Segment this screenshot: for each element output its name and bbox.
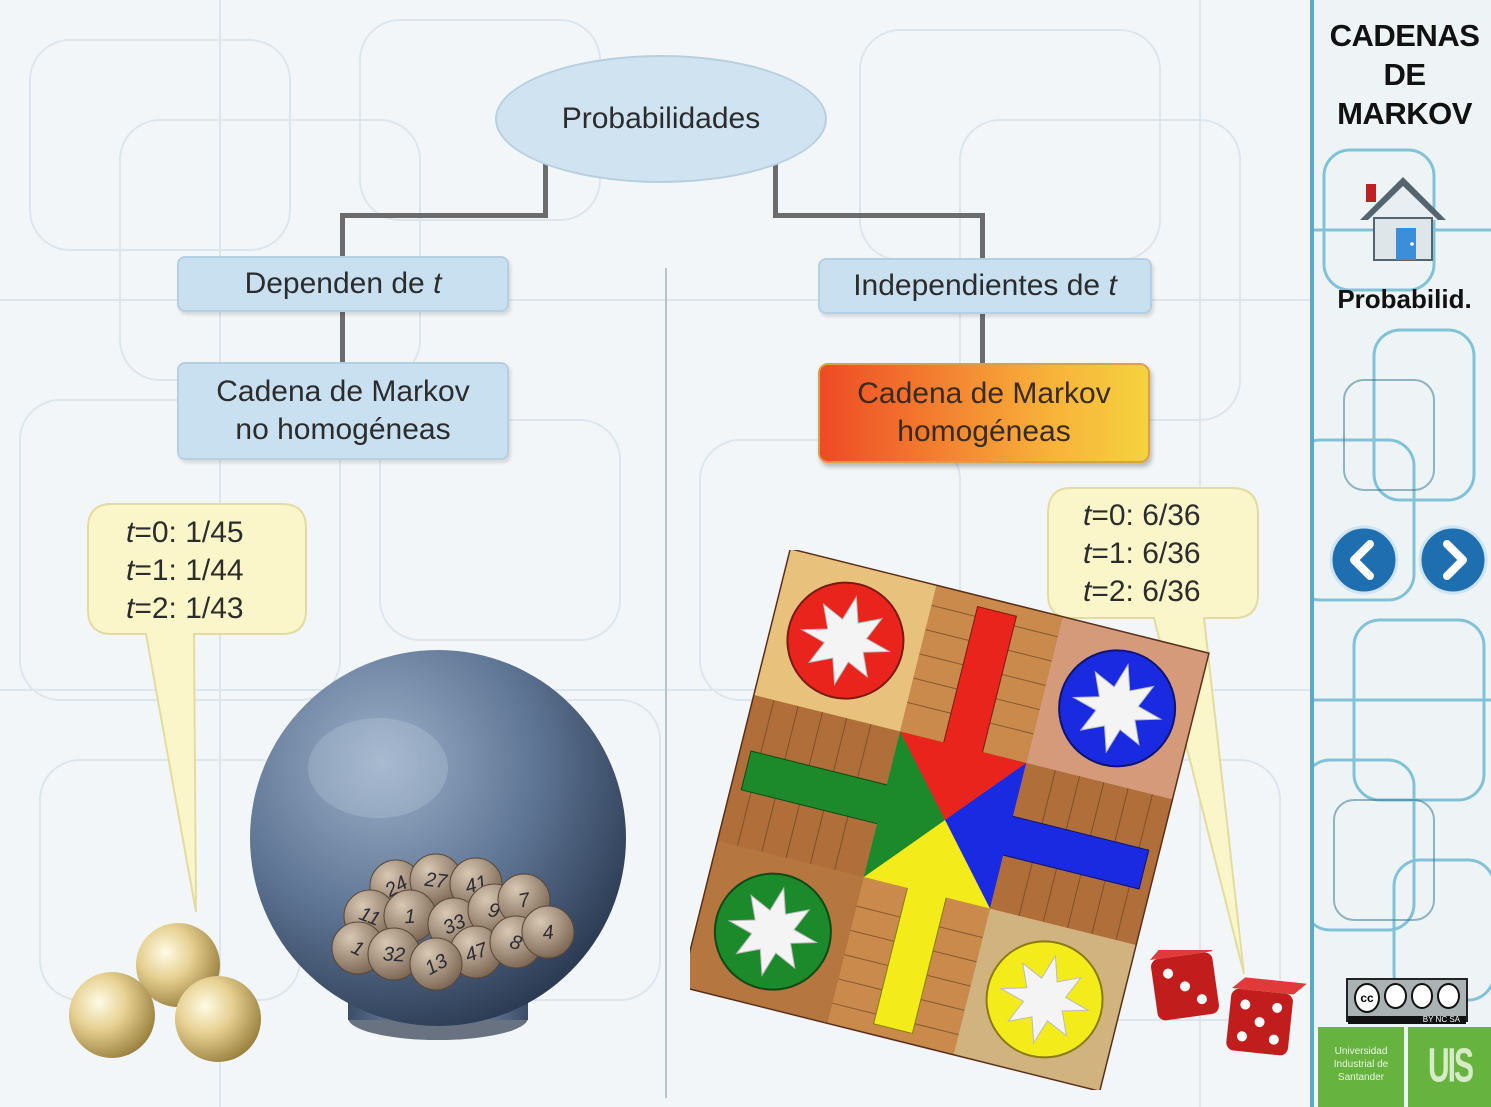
sidebar: CADENAS DE MARKOV Probabilid. cc BY NC S… [1310,0,1491,1107]
creative-commons-badge: cc BY NC SA [1346,978,1468,1024]
connector [773,160,778,218]
connector [340,213,345,258]
left-branch-text: Dependen de [244,267,434,300]
left-branch-var: t [433,267,442,300]
connector [340,308,345,364]
right-child-line-1: Cadena de Markov [857,377,1111,410]
golden-ball [175,976,261,1062]
home-icon[interactable] [1358,172,1448,264]
dice-illustration [1150,950,1307,1056]
var-t: t [1083,499,1092,532]
left-branch-label: Dependen de t [245,265,442,303]
golden-ball [69,972,155,1058]
uis-line: Santander [1337,1072,1385,1083]
uis-line: Industrial de [1333,1059,1389,1070]
prob-value: =1: 1/44 [134,554,244,587]
right-speech-bubble [1047,487,1259,975]
left-bubble-line: t=0: 1/45 [126,514,244,552]
var-t: t [126,592,135,625]
prob-value: =0: 1/45 [134,516,244,549]
home-label[interactable]: Probabilid. [1337,284,1472,314]
by-icon [1384,983,1407,1009]
prob-value: =2: 1/43 [134,592,244,625]
cc-icons: cc [1348,980,1466,1016]
lottery-ball-number: 4 [541,921,554,944]
left-branch-node: Dependen de t [177,256,509,312]
var-t: t [126,516,135,549]
right-bubble-line: t=2: 6/36 [1083,573,1201,611]
right-bubble-line: t=1: 6/36 [1083,535,1201,573]
previous-arrow-icon[interactable] [1328,524,1400,596]
lottery-ball-number: 27 [423,869,450,894]
uis-mark-text: UIS [1427,1039,1474,1093]
title-line: CADENAS [1329,18,1480,53]
left-bubble-line: t=2: 1/43 [126,590,244,628]
connector [980,213,985,258]
license-text: BY NC SA [1348,1016,1466,1024]
lottery-ball: 4 [521,905,575,959]
var-t: t [126,554,135,587]
uis-logo-text: Universidad Industrial de Santander [1318,1027,1404,1107]
prob-value: =1: 6/36 [1091,537,1201,570]
var-t: t [1083,537,1092,570]
var-t: t [1083,575,1092,608]
prob-value: =0: 6/36 [1091,499,1201,532]
lottery-ball: 47 [449,925,503,979]
lottery-ball-number: 1 [404,906,416,928]
nc-icon [1410,983,1434,1009]
sidebar-title: CADENAS DE MARKOV [1314,14,1491,136]
connector [340,213,548,218]
lottery-ball-number: 32 [382,943,405,966]
right-branch-node: Independientes de t [818,258,1152,314]
left-child-line-1: Cadena de Markov [216,375,470,408]
lottery-ball-number: 7 [517,889,533,913]
left-bubble-line: t=1: 1/44 [126,552,244,590]
divider [665,268,667,1098]
left-speech-bubble [87,503,307,913]
uis-logo-mark: UIS [1408,1027,1491,1107]
golden-balls-illustration [69,923,261,1062]
left-child-node: Cadena de Markov no homogéneas [177,362,509,460]
right-child-line-2: homogéneas [897,415,1071,448]
lottery-ball-number: 9 [486,899,501,923]
left-child-line-2: no homogéneas [235,413,451,446]
connector [980,308,985,364]
prob-value: =2: 6/36 [1091,575,1201,608]
right-child-node: Cadena de Markov homogéneas [818,363,1150,463]
lottery-ball: 32 [367,927,421,981]
root-node: Probabilidades [495,55,827,183]
connector [543,160,548,218]
root-label: Probabilidades [561,102,761,135]
next-arrow-icon[interactable] [1417,524,1489,596]
sa-icon [1437,983,1461,1009]
slide-canvas: Probabilidades Dependen de t Cadena de M… [0,0,1310,1107]
right-bubble-line: t=0: 6/36 [1083,497,1201,535]
title-line: DE [1383,57,1426,92]
right-branch-var: t [1108,269,1117,302]
lottery-ball: 13 [409,937,463,991]
left-bubble-text: t=0: 1/45 t=1: 1/44 t=2: 1/43 [126,514,244,628]
uis-line: Universidad [1334,1046,1388,1057]
right-bubble-text: t=0: 6/36 t=1: 6/36 t=2: 6/36 [1083,497,1201,611]
parcheesi-board-illustration [690,550,1210,1090]
connector [773,213,985,218]
cc-icon: cc [1354,983,1381,1013]
right-branch-text: Independientes de [853,269,1109,302]
right-branch-label: Independientes de t [853,267,1117,305]
title-line: MARKOV [1337,96,1472,131]
